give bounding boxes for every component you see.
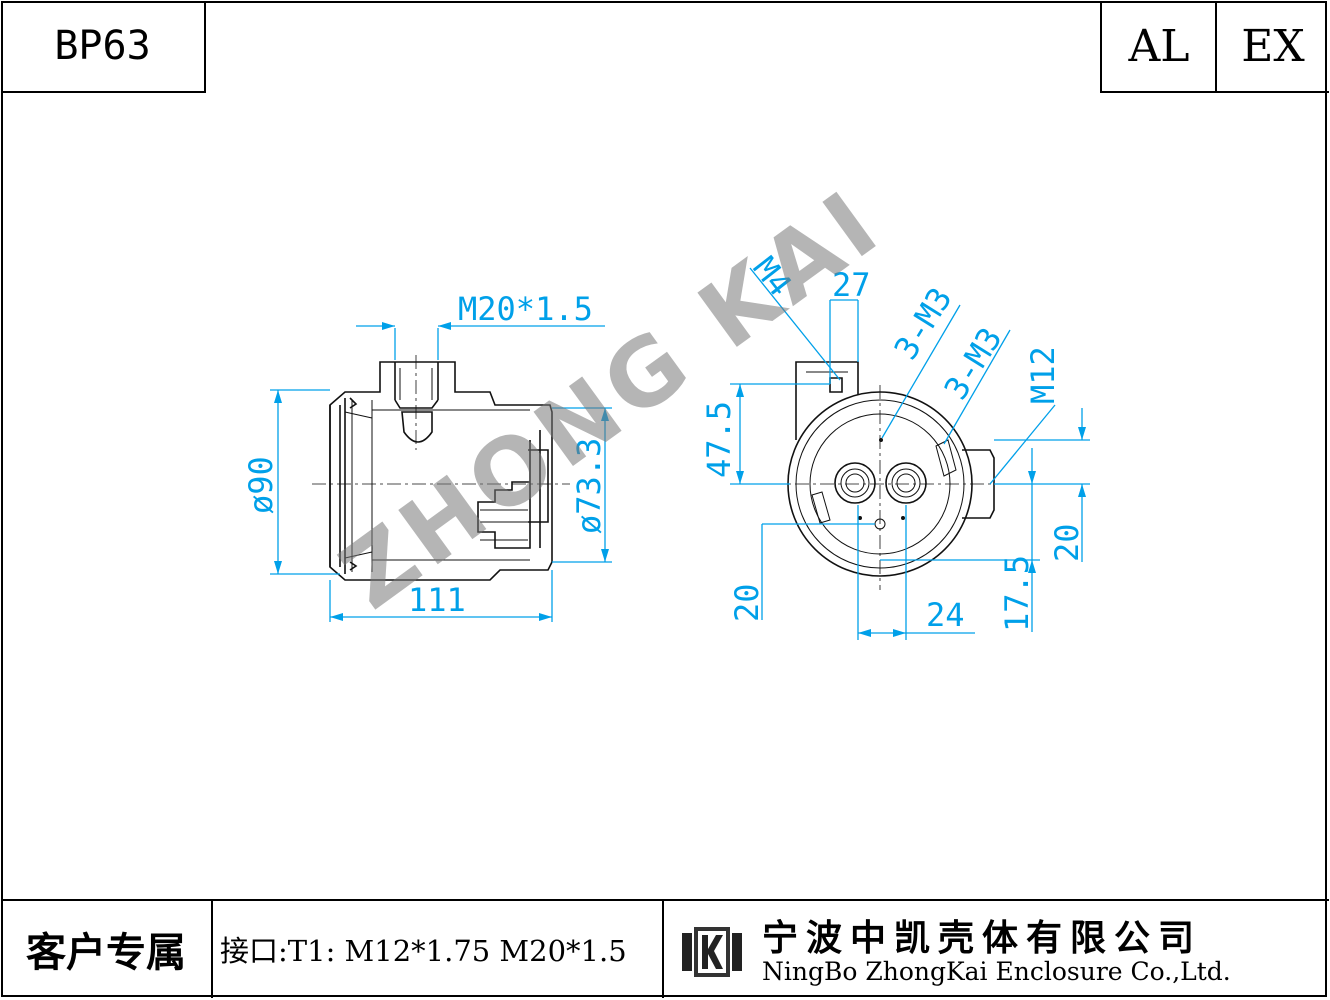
m12-label: M12 [1024,346,1062,404]
width-27-label: 27 [832,266,871,304]
rating-code-cell: EX [1215,1,1329,93]
company-name-en: NingBo ZhongKai Enclosure Co.,Ltd. [762,957,1231,986]
company-logo-icon [682,927,742,977]
outer-diameter-label: ø90 [242,456,280,514]
thread-label: M20*1.5 [458,290,593,328]
interface-spec-cell: 接口:T1: M12*1.75 M20*1.5 [212,900,664,998]
company-name-cn: 宁波中凯壳体有限公司 [762,918,1203,959]
right-20-label: 20 [1048,523,1086,562]
side-view: M20*1.5 ø90 ø73.3 111 [242,290,612,622]
watermark-text: ZHONG KAI [322,169,900,630]
bottom-17-5-label: 17.5 [998,555,1036,632]
bottom-24-label: 24 [926,596,965,634]
height-47-5-label: 47.5 [700,401,738,478]
material-code-cell: AL [1100,1,1216,93]
inner-diameter-label: ø73.3 [570,438,608,534]
company-block: 宁波中凯壳体有限公司 NingBo ZhongKai Enclosure Co.… [672,905,1322,995]
customer-label-cell: 客户专属 [1,900,213,998]
bottom-20-label: 20 [728,583,766,622]
length-label: 111 [408,581,466,619]
footer-divider [1,899,1329,901]
m3-label-2: 3-M3 [937,321,1010,406]
model-code-cell: BP63 [1,1,206,93]
